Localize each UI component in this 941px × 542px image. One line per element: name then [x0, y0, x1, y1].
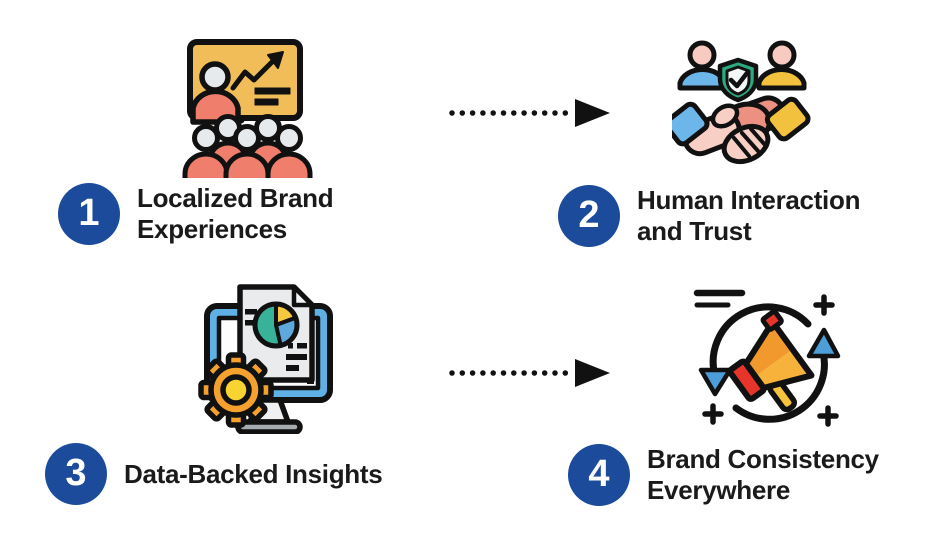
step-label: Human Interaction and Trust	[637, 185, 860, 247]
step-item-4: 4 Brand Consistency Everywhere	[568, 444, 879, 506]
step-label-line: Experiences	[137, 214, 287, 244]
step-number-badge: 3	[45, 443, 107, 505]
step-item-3: 3 Data-Backed Insights	[45, 443, 383, 505]
step-label: Brand Consistency Everywhere	[647, 444, 879, 506]
dotted-arrow-icon	[449, 359, 610, 387]
step-item-1: 1 Localized Brand Experiences	[58, 183, 334, 245]
step-label: Data-Backed Insights	[124, 458, 383, 490]
step-label-line: Human Interaction	[637, 185, 861, 215]
dotted-arrow-icon	[449, 99, 610, 127]
handshake-trust-icon	[672, 40, 811, 165]
brand-consistency-megaphone-icon	[693, 289, 841, 427]
step-label-line: Data-Backed Insights	[124, 458, 383, 489]
step-item-2: 2 Human Interaction and Trust	[558, 185, 860, 247]
step-label-line: Localized Brand	[137, 183, 334, 213]
step-label: Localized Brand Experiences	[137, 183, 334, 245]
step-number-badge: 4	[568, 444, 630, 506]
data-analytics-icon	[198, 284, 333, 434]
step-label-line: Brand Consistency	[647, 444, 879, 474]
step-label-line: and Trust	[637, 216, 752, 246]
presentation-audience-icon	[182, 39, 313, 178]
step-label-line: Everywhere	[647, 475, 790, 505]
step-number-badge: 1	[58, 183, 120, 245]
step-number-badge: 2	[558, 185, 620, 247]
